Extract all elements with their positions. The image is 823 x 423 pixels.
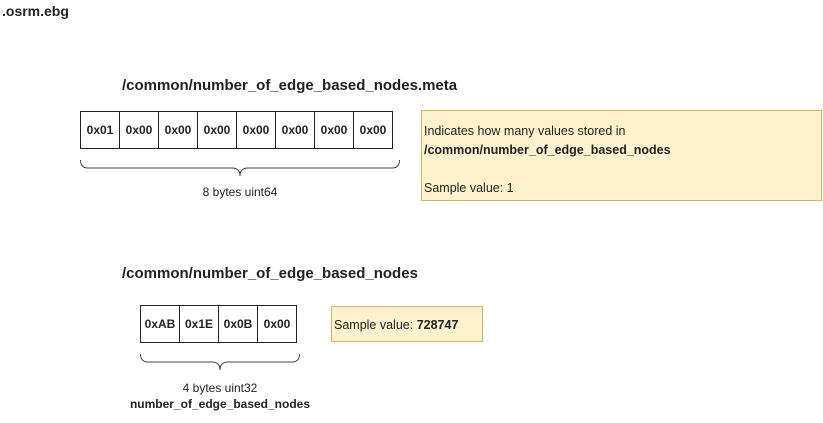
- meta-section-title: /common/number_of_edge_based_nodes.meta: [122, 77, 458, 94]
- meta-brace-label: 8 bytes uint64: [202, 185, 278, 199]
- meta-brace: [80, 159, 400, 177]
- byte-cell: 0x00: [275, 111, 315, 149]
- value-brace-type: 4 bytes uint32: [182, 381, 258, 395]
- byte-cell: 0x1E: [179, 305, 219, 343]
- meta-note-spacer: [424, 160, 821, 179]
- value-brace: [140, 353, 300, 371]
- byte-cell: 0x00: [314, 111, 354, 149]
- value-section-title: /common/number_of_edge_based_nodes: [122, 265, 418, 282]
- byte-cell: 0x00: [158, 111, 198, 149]
- byte-cell: 0x00: [353, 111, 393, 149]
- value-brace-label: 4 bytes uint32 number_of_edge_based_node…: [90, 380, 350, 412]
- page-title: .osrm.ebg: [2, 3, 69, 19]
- value-note-sample-value: 728747: [416, 318, 459, 332]
- value-byte-row: 0xAB 0x1E 0x0B 0x00: [140, 305, 297, 343]
- byte-cell: 0x00: [257, 305, 297, 343]
- byte-cell: 0xAB: [140, 305, 180, 343]
- byte-cell: 0x00: [236, 111, 276, 149]
- value-note: Sample value: 728747: [331, 306, 483, 342]
- meta-note-line1: Indicates how many values stored in: [424, 124, 626, 138]
- byte-cell: 0x01: [80, 111, 120, 149]
- meta-byte-row: 0x01 0x00 0x00 0x00 0x00 0x00 0x00 0x00: [80, 111, 393, 149]
- byte-cell: 0x00: [197, 111, 237, 149]
- meta-note-sample: Sample value: 1: [424, 181, 514, 195]
- value-note-sample-prefix: Sample value:: [334, 318, 417, 332]
- value-brace-sublabel: number_of_edge_based_nodes: [129, 397, 311, 411]
- meta-note: Indicates how many values stored in /com…: [421, 110, 822, 201]
- meta-note-line2: /common/number_of_edge_based_nodes: [424, 143, 671, 157]
- byte-cell: 0x0B: [218, 305, 258, 343]
- byte-cell: 0x00: [119, 111, 159, 149]
